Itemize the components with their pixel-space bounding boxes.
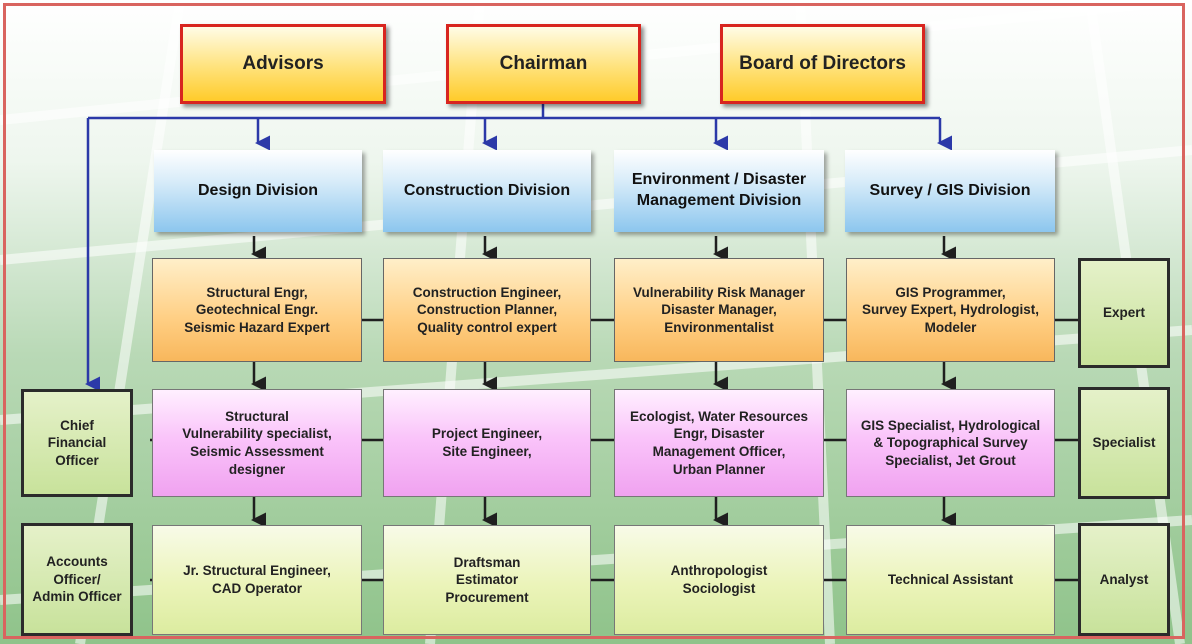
environment-analyst-box: Anthropologist Sociologist — [614, 525, 824, 635]
construction-specialist-box: Project Engineer, Site Engineer, — [383, 389, 591, 497]
environment-expert-box: Vulnerability Risk Manager Disaster Mana… — [614, 258, 824, 362]
design-division-box: Design Division — [154, 150, 362, 232]
chief-financial-officer-box: Chief Financial Officer — [21, 389, 133, 497]
analyst-level-box: Analyst — [1078, 523, 1170, 636]
advisors-box: Advisors — [180, 24, 386, 104]
survey-gis-division-box: Survey / GIS Division — [845, 150, 1055, 232]
board-of-directors-box: Board of Directors — [720, 24, 925, 104]
survey-analyst-box: Technical Assistant — [846, 525, 1055, 635]
expert-level-box: Expert — [1078, 258, 1170, 368]
construction-analyst-box: Draftsman Estimator Procurement — [383, 525, 591, 635]
accounts-officer-box: Accounts Officer/ Admin Officer — [21, 523, 133, 636]
survey-specialist-box: GIS Specialist, Hydrological & Topograph… — [846, 389, 1055, 497]
construction-division-box: Construction Division — [383, 150, 591, 232]
specialist-level-box: Specialist — [1078, 387, 1170, 499]
design-expert-box: Structural Engr, Geotechnical Engr. Seis… — [152, 258, 362, 362]
chairman-box: Chairman — [446, 24, 641, 104]
construction-expert-box: Construction Engineer, Construction Plan… — [383, 258, 591, 362]
environment-specialist-box: Ecologist, Water Resources Engr, Disaste… — [614, 389, 824, 497]
design-specialist-box: Structural Vulnerability specialist, Sei… — [152, 389, 362, 497]
environment-division-box: Environment / Disaster Management Divisi… — [614, 150, 824, 232]
design-analyst-box: Jr. Structural Engineer, CAD Operator — [152, 525, 362, 635]
survey-expert-box: GIS Programmer, Survey Expert, Hydrologi… — [846, 258, 1055, 362]
